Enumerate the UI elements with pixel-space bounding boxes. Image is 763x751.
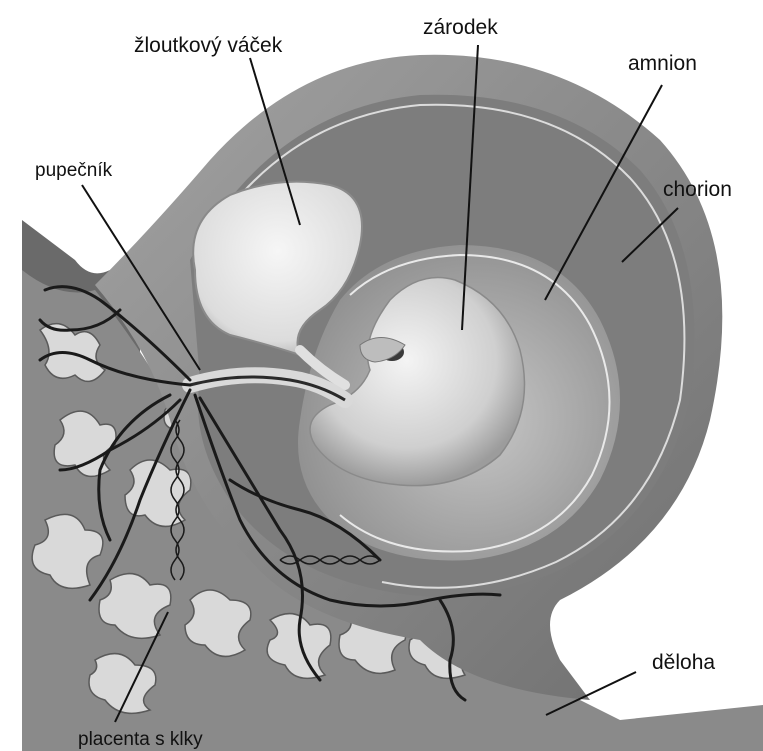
- label-embryo: zárodek: [423, 16, 498, 39]
- label-placenta: placenta s klky: [78, 729, 203, 750]
- label-umbilical-cord: pupečník: [35, 160, 113, 181]
- label-uterus: děloha: [652, 651, 715, 674]
- label-yolk-sac: žloutkový váček: [134, 34, 283, 57]
- label-amnion: amnion: [628, 52, 697, 75]
- label-chorion: chorion: [663, 178, 732, 201]
